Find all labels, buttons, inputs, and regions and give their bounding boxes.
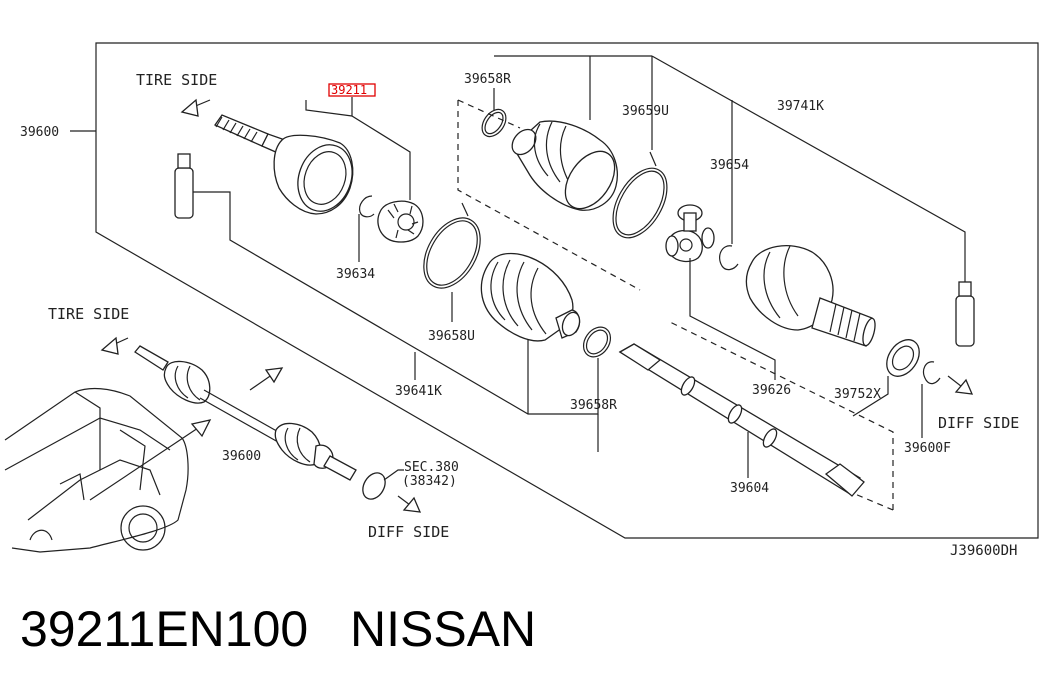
side-diff-right: DIFF SIDE bbox=[938, 414, 1019, 432]
arrow-assembly-up bbox=[249, 367, 284, 391]
label-39658r-bottom: 39658R bbox=[570, 398, 617, 413]
label-39600: 39600 bbox=[20, 125, 59, 140]
grease-tube-right bbox=[955, 281, 975, 347]
arrow-assembly-line bbox=[89, 419, 212, 501]
arrow-diff-right bbox=[947, 375, 974, 395]
side-diff-bottom: DIFF SIDE bbox=[368, 523, 449, 541]
label-sec380: SEC.380 bbox=[404, 460, 459, 475]
snap-ring-39654 bbox=[719, 245, 739, 271]
label-39634: 39634 bbox=[336, 267, 375, 282]
arrow-tire-top bbox=[180, 98, 211, 117]
label-39211: 39211 bbox=[331, 83, 367, 97]
highlight-box-39211 bbox=[328, 83, 376, 97]
inner-race bbox=[377, 200, 424, 243]
arrow-diff-bottom bbox=[397, 495, 422, 513]
intermediate-shaft bbox=[618, 343, 865, 497]
label-39600-small: 39600 bbox=[222, 449, 261, 464]
outer-boot bbox=[480, 252, 581, 342]
inner-cv-housing bbox=[745, 245, 876, 347]
label-sec380-ref: (38342) bbox=[402, 474, 457, 489]
label-39604: 39604 bbox=[730, 481, 769, 496]
diagram-frame bbox=[95, 42, 1039, 539]
arrow-tire-left bbox=[100, 336, 129, 355]
label-39600f: 39600F bbox=[904, 441, 951, 456]
band-39658u bbox=[423, 217, 481, 289]
footer-brand: NISSAN bbox=[350, 601, 536, 657]
band-39658r-top bbox=[481, 108, 507, 138]
dashed-guide-top bbox=[457, 99, 641, 291]
label-39659u: 39659U bbox=[622, 104, 669, 119]
band-39659u bbox=[612, 167, 668, 239]
seal-sec380 bbox=[362, 472, 386, 500]
vehicle-outline bbox=[4, 387, 189, 553]
seal-39752x bbox=[886, 339, 920, 377]
tripod-spider bbox=[665, 204, 715, 263]
side-tire-top: TIRE SIDE bbox=[136, 71, 217, 89]
band-39658r-bottom bbox=[582, 326, 612, 358]
diagram-ref: J39600DH bbox=[950, 543, 1017, 559]
dashed-guide-bottom bbox=[669, 321, 894, 511]
label-39626: 39626 bbox=[752, 383, 791, 398]
label-39641k: 39641K bbox=[395, 384, 442, 399]
circlip-39600f bbox=[922, 361, 941, 385]
label-39658r-top: 39658R bbox=[464, 72, 511, 87]
footer-part-number: 39211EN100 bbox=[20, 601, 308, 657]
outer-cv-joint bbox=[214, 114, 354, 215]
side-tire-left: TIRE SIDE bbox=[48, 305, 129, 323]
label-39654: 39654 bbox=[710, 158, 749, 173]
snap-ring-39634 bbox=[359, 195, 375, 218]
grease-tube-left bbox=[174, 153, 194, 219]
label-39752x: 39752X bbox=[834, 387, 881, 402]
inner-boot bbox=[511, 120, 618, 211]
assembled-drive-shaft bbox=[134, 345, 357, 481]
label-39741k: 39741K bbox=[777, 99, 824, 114]
leader-lines bbox=[193, 55, 966, 478]
label-39658u: 39658U bbox=[428, 329, 475, 344]
